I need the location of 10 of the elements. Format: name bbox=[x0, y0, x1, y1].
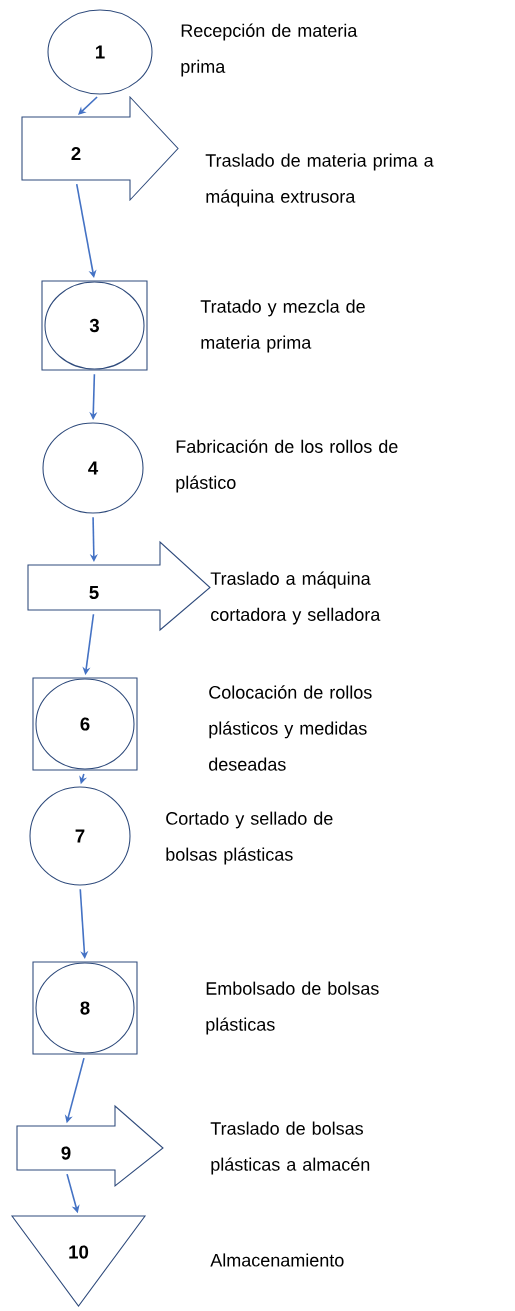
step-description: Cortado y sellado de bolsas plásticas bbox=[166, 811, 333, 865]
step-description: Tratado y mezcla de materia prima bbox=[200, 299, 365, 353]
step-description: Traslado de bolsas plásticas a almacén bbox=[210, 1121, 370, 1175]
step-description: Embolsado de bolsas plásticas bbox=[206, 981, 379, 1035]
step-description: Traslado de materia prima a máquina extrusora bbox=[205, 153, 434, 207]
step-description: Recepción de materia prima bbox=[181, 23, 358, 77]
step-description: Almacenamiento bbox=[210, 1253, 344, 1267]
step-description: Traslado a máquina cortadora y selladora bbox=[210, 571, 381, 625]
step-description: Fabricación de los rollos de plástico bbox=[176, 439, 398, 493]
step-description: Colocación de rollos plásticos y medidas deseadas bbox=[209, 685, 372, 771]
